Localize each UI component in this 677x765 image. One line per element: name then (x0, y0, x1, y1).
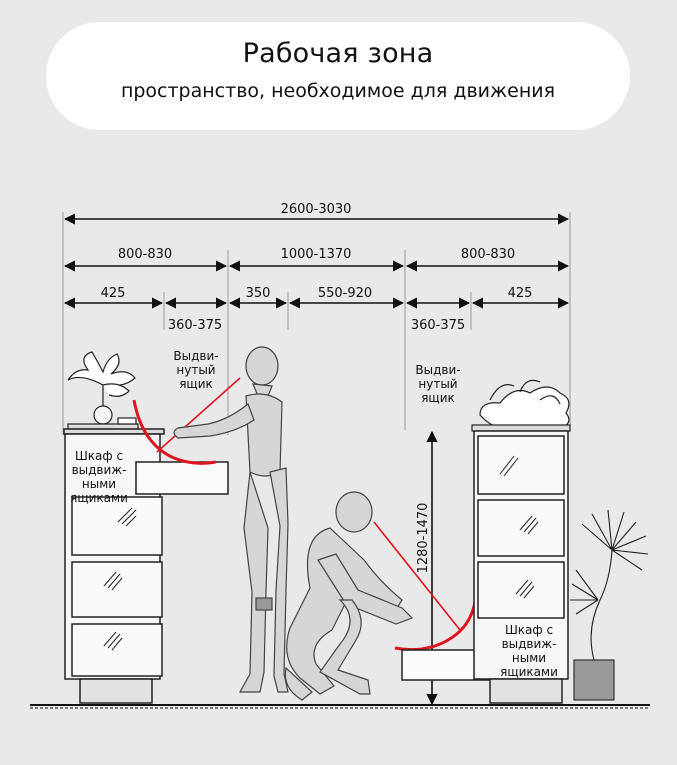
drawer-right-label: Выдви- нутый ящик (415, 363, 460, 405)
dim-right-cabinet: 425 (508, 286, 533, 301)
dim-middle-zone: 1000-1370 (281, 247, 352, 262)
guide-lines (62, 212, 571, 435)
left-plant-illustration (67, 351, 139, 430)
standing-figure (173, 346, 289, 693)
dim-reach-height: 1280-1470 (416, 503, 431, 574)
svg-text:Шкаф с: Шкаф с (505, 623, 553, 637)
svg-text:ящик: ящик (421, 391, 455, 405)
svg-text:Выдви-: Выдви- (415, 363, 460, 377)
svg-text:ящиками: ящиками (70, 491, 128, 505)
page-subtitle: пространство, необходимое для движения (120, 80, 556, 102)
left-cabinet (63, 428, 165, 704)
page-title: Рабочая зона (242, 38, 434, 69)
svg-text:Шкаф с: Шкаф с (75, 449, 123, 463)
svg-text:выдвиж-: выдвиж- (72, 463, 127, 477)
svg-text:нутый: нутый (418, 377, 457, 391)
dim-body: 350 (246, 286, 271, 301)
svg-text:ящик: ящик (179, 377, 213, 391)
palm-plant-illustration (570, 509, 649, 701)
dimension-lines (63, 213, 570, 706)
svg-text:Выдви-: Выдви- (173, 349, 218, 363)
drawer-left-label: Выдви- нутый ящик (173, 349, 218, 391)
svg-text:нутый: нутый (176, 363, 215, 377)
dim-right-zone: 800-830 (461, 247, 515, 262)
dim-left-zone: 800-830 (118, 247, 172, 262)
right-cabinet (473, 430, 569, 704)
title-card: Рабочая зона пространство, необходимое д… (46, 22, 630, 130)
cabinet-right-label: Шкаф с выдвиж- ными ящиками (500, 623, 558, 679)
left-reach-arc (132, 377, 241, 465)
crouching-figure (284, 491, 414, 701)
svg-text:ными: ными (512, 651, 546, 665)
dim-passage: 550-920 (318, 286, 372, 301)
svg-text:ными: ными (82, 477, 116, 491)
dim-left-cabinet: 425 (101, 286, 126, 301)
right-plant-illustration (471, 379, 571, 432)
cabinet-left-label: Шкаф с выдвиж- ными ящиками (70, 449, 128, 505)
floor (30, 704, 650, 709)
dim-right-drawer: 360-375 (411, 318, 465, 333)
svg-text:выдвиж-: выдвиж- (502, 637, 557, 651)
dim-total: 2600-3030 (281, 202, 352, 217)
dim-left-drawer: 360-375 (168, 318, 222, 333)
left-pulled-drawer (135, 461, 229, 495)
svg-text:ящиками: ящиками (500, 665, 558, 679)
